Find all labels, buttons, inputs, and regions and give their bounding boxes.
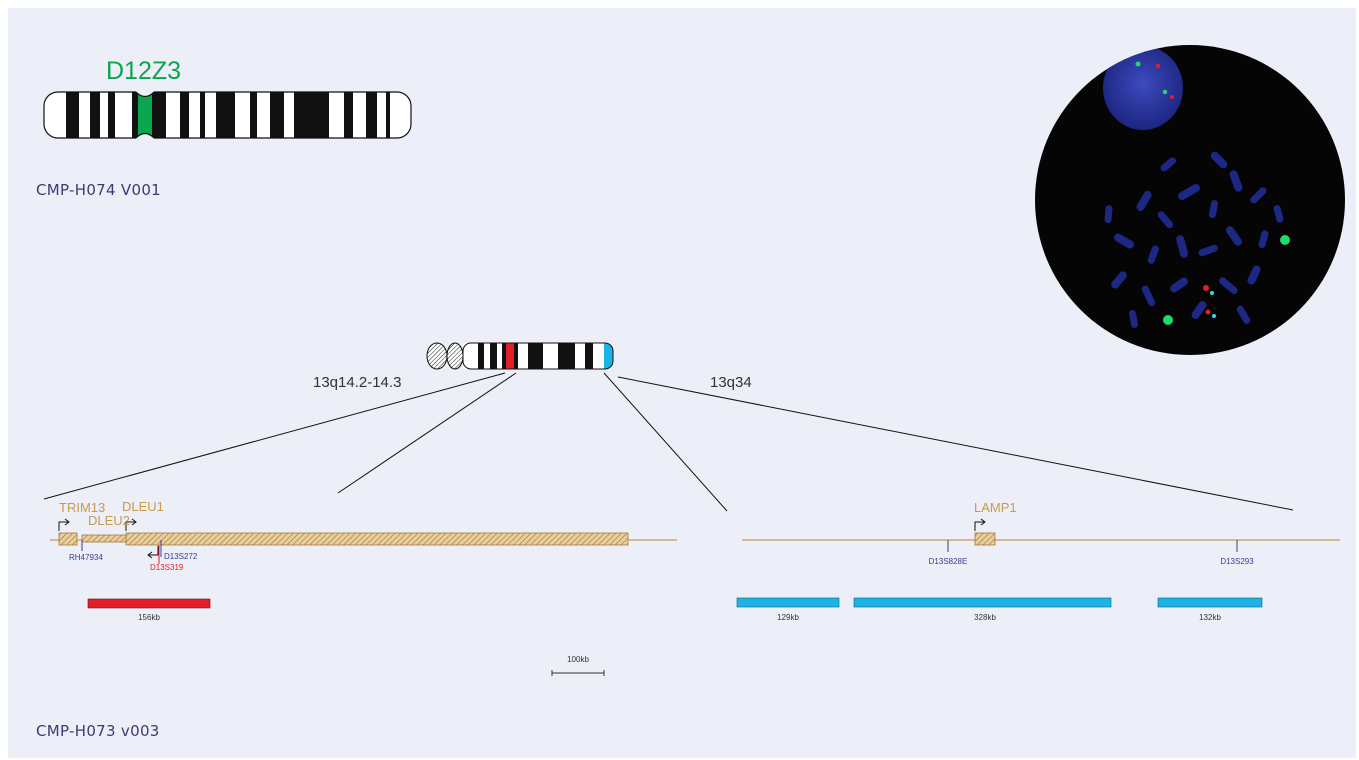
region-13q34: LAMP1 D13S828E D13S293 129kb 328kb 132kb [736, 500, 1340, 622]
marker-label-d13s293: D13S293 [1220, 557, 1254, 566]
scale-bar: 100kb [551, 655, 605, 676]
probe-name-d12z3: D12Z3 [106, 57, 181, 85]
chromosome-12-ideogram [43, 91, 412, 139]
marker-label-rh47934: RH47934 [69, 553, 103, 562]
dleu2-gene-box [81, 534, 129, 543]
scale-bar-label: 100kb [567, 655, 589, 664]
gene-label-lamp1: LAMP1 [974, 500, 1017, 515]
region-label-13q34: 13q34 [710, 374, 752, 391]
probe-size-129kb: 129kb [777, 613, 799, 622]
marker-label-d13s319: D13S319 [150, 563, 184, 572]
lamp1-gene-box [974, 532, 996, 546]
fish-micrograph [1035, 45, 1345, 355]
probe-size-156kb: 156kb [138, 613, 160, 622]
dleu1-gene-box [125, 532, 629, 546]
product-code-bottom: CMP-H073 v003 [36, 722, 160, 740]
gene-label-trim13: TRIM13 [59, 500, 105, 515]
gene-label-dleu1: DLEU1 [122, 499, 164, 514]
blue-probe-328kb [853, 597, 1112, 608]
probe-size-328kb: 328kb [974, 613, 996, 622]
zoom-lines [43, 372, 1294, 512]
marker-label-d13s828e: D13S828E [929, 557, 968, 566]
trim13-gene-box [58, 532, 78, 546]
marker-label-d13s272: D13S272 [164, 552, 198, 561]
probe-size-132kb: 132kb [1199, 613, 1221, 622]
blue-probe-132kb [1157, 597, 1263, 608]
region-13q14: TRIM13 DLEU2 DLEU1 RH47934 D13S272 D13S3… [50, 499, 677, 622]
chromosome-13-ideogram [426, 342, 614, 370]
blue-probe-129kb [736, 597, 840, 608]
red-probe-156kb [87, 598, 211, 609]
region-label-13q14: 13q14.2-14.3 [313, 374, 401, 391]
product-code-top: CMP-H074 V001 [36, 181, 162, 199]
gene-label-dleu2: DLEU2 [88, 513, 130, 528]
